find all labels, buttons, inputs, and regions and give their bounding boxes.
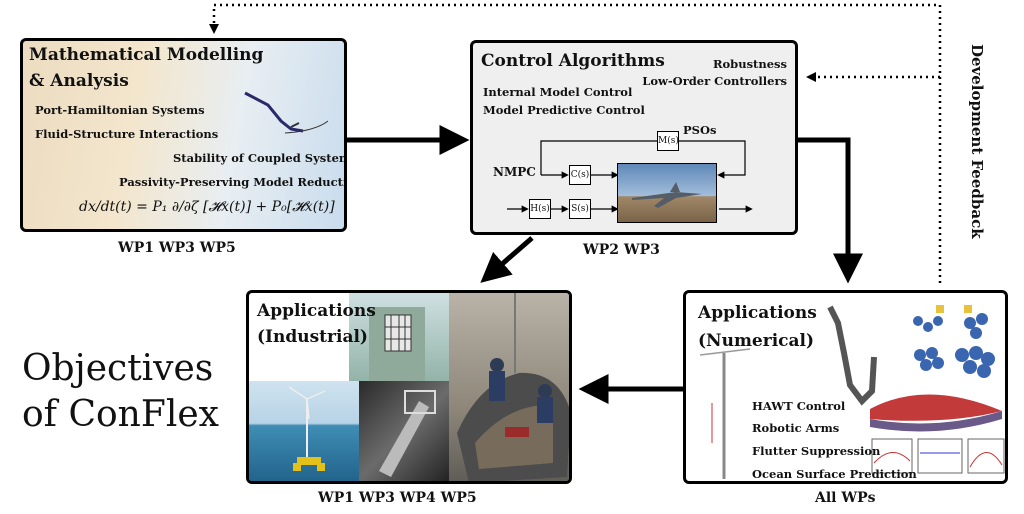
block-s: S(s) [569,199,591,219]
control-title: Control Algorithms [481,51,665,71]
arrow-control-to-industrial [480,236,534,283]
numerical-item-3: Flutter Suppression [752,444,881,458]
modelling-panel: Mathematical Modelling & Analysis Port-H… [20,38,347,232]
skyscraper-image [349,293,449,381]
arrow-control-to-numerical [798,137,863,284]
block-diagram-wires [507,140,753,213]
numerical-wps: All WPs [815,490,876,506]
modelling-wps: WP1 WP3 WP5 [118,240,236,256]
modelling-item-1: Port-Hamiltonian Systems [35,103,205,117]
industrial-title-line2: (Industrial) [257,327,368,347]
feedback-dotted-line [209,3,942,283]
modelling-equation: dx/dt(t) = P₁ ∂/∂ζ [𝓗x(t)] + P₀[𝓗x(t)] [79,199,335,215]
control-wps: WP2 WP3 [583,242,660,258]
objectives-title-line1: Objectives [22,348,214,389]
glider-image [244,91,329,134]
modelling-title-line2: & Analysis [29,71,129,91]
numerical-item-2: Robotic Arms [752,421,840,435]
objectives-title-line2: of ConFlex [22,394,219,435]
control-mpc: Model Predictive Control [483,103,645,117]
industrial-wps: WP1 WP3 WP4 WP5 [318,490,477,506]
numerical-panel: Applications (Numerical) HAWT Control Ro… [683,290,1008,484]
numerical-illustrations [699,305,1005,479]
modelling-item-4: Passivity-Preserving Model Reduction [119,175,347,189]
microscope-photo [359,381,449,481]
block-h: H(s) [529,199,551,219]
block-m: M(s) [657,131,679,151]
industrial-title-line1: Applications [257,301,376,321]
modelling-title-line1: Mathematical Modelling [29,45,264,65]
fighter-jet-image [617,163,717,223]
control-panel: Control Algorithms Robustness Low-Order … [470,40,798,235]
nmpc-label: NMPC [493,165,536,179]
block-c: C(s) [569,165,591,185]
industrial-panel: Applications (Industrial) [246,290,572,484]
boat-photo [449,293,569,481]
numerical-item-4: Ocean Surface Prediction [752,467,917,481]
numerical-title-line2: (Numerical) [698,331,815,351]
control-robustness: Robustness [712,57,787,71]
modelling-item-2: Fluid-Structure Interactions [35,127,219,141]
feedback-label: Development Feedback [968,44,986,239]
control-low-order: Low-Order Controllers [642,74,787,88]
modelling-item-3: Stability of Coupled Systems [173,151,347,165]
numerical-title-line1: Applications [698,303,817,323]
wind-turbine-photo [249,381,359,481]
control-imc: Internal Model Control [483,85,633,99]
pso-label: PSOs [683,123,717,137]
numerical-item-1: HAWT Control [752,399,846,413]
